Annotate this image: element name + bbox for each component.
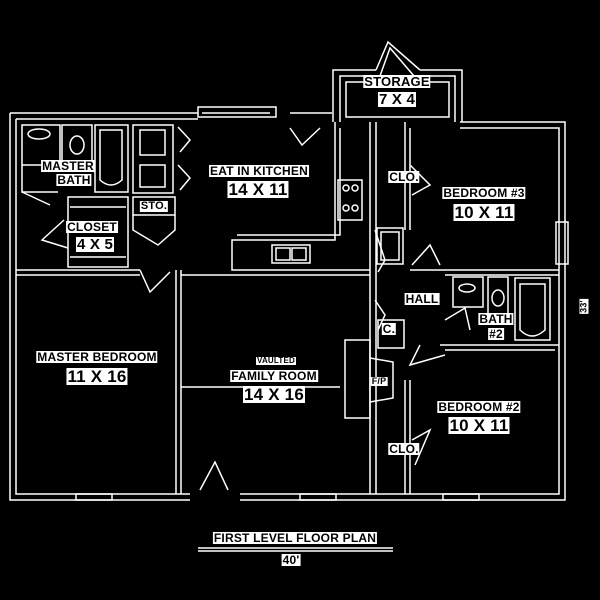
bedroom2-closet-label: CLO. [388, 442, 420, 456]
plan-title: FIRST LEVEL FLOOR PLAN [212, 531, 378, 545]
master-bath [21, 124, 129, 206]
window-top [197, 106, 277, 118]
sto-label: STO. [139, 200, 169, 212]
interior-walls [16, 122, 559, 494]
width-dimension: 40' [281, 553, 301, 567]
closet-size: 4 X 5 [75, 236, 115, 253]
master-bedroom-label: MASTER BEDROOM [36, 350, 158, 364]
fireplace-label: F/P [370, 376, 388, 386]
kitchen-counters [231, 122, 370, 271]
bedroom2-size: 10 X 11 [448, 416, 510, 435]
kitchen-label: EAT IN KITCHEN [209, 164, 309, 178]
dimension-line-width [198, 547, 393, 552]
bedroom3-closet-label: CLO. [388, 170, 420, 184]
family-room-size: 14 X 16 [242, 385, 306, 404]
bath2-label: BATH [478, 312, 514, 326]
bath2-label-2: #2 [488, 327, 504, 341]
coat-closet-label: C. [381, 322, 397, 336]
bedroom3-label: BEDROOM #3 [442, 186, 526, 200]
exterior-walls [9, 112, 566, 501]
master-bath-label: MASTER [41, 159, 95, 173]
master-bath-label-2: BATH [56, 173, 92, 187]
hall-label: HALL [404, 292, 440, 306]
storage-walls [332, 40, 463, 122]
closet-walls [40, 196, 129, 268]
window-bottom [75, 493, 480, 501]
storage-label: STORAGE [363, 74, 431, 89]
storage-size: 7 X 4 [377, 91, 417, 108]
bedroom2-label: BEDROOM #2 [437, 400, 521, 414]
depth-dimension: 33' [578, 299, 589, 314]
vaulted-label: VAULTED [256, 356, 296, 365]
closet-label: CLOSET [66, 220, 118, 234]
master-bedroom-size: 11 X 16 [66, 367, 128, 386]
kitchen-size: 14 X 11 [227, 180, 289, 199]
bedroom3-size: 10 X 11 [453, 203, 515, 222]
fireplace-symbol [344, 339, 394, 419]
window-right [555, 221, 569, 265]
closets-right [376, 227, 405, 349]
bath2-fixtures [452, 276, 551, 341]
door-swings [139, 164, 471, 491]
family-room-label: FAMILY ROOM [230, 369, 318, 383]
linen-shelves [132, 124, 191, 194]
sto-closet [132, 196, 176, 246]
